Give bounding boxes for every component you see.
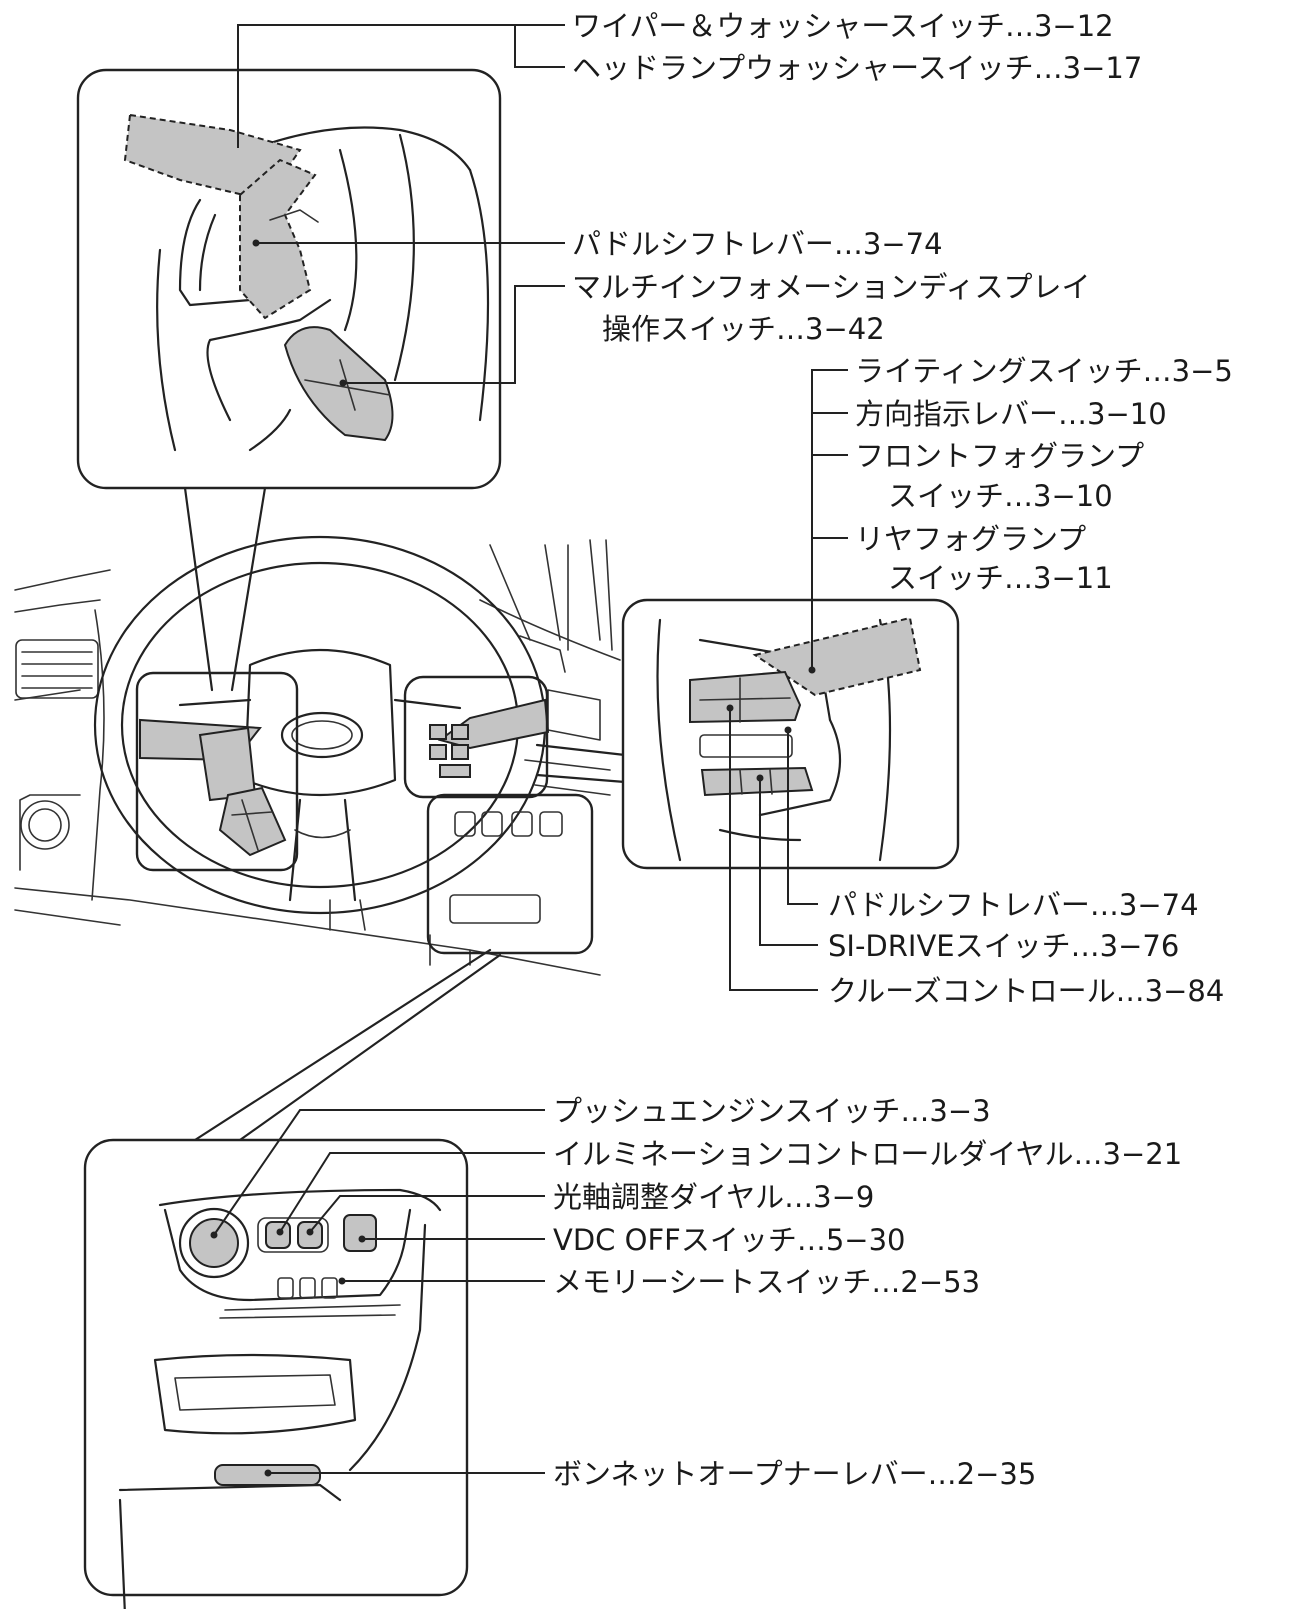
label-paddle-shift-top: パドルシフトレバー…3−74 (572, 227, 943, 261)
label-bonnet-opener: ボンネットオープナーレバー…2−35 (553, 1457, 1036, 1491)
label-illumination-dial: イルミネーションコントロールダイヤル…3−21 (553, 1137, 1182, 1171)
label-rear-fog-line2: スイッチ…3−11 (888, 561, 1113, 595)
label-lighting-switch: ライティングスイッチ…3−5 (855, 354, 1233, 388)
label-memory-seat: メモリーシートスイッチ…2−53 (553, 1265, 980, 1299)
label-paddle-shift-right: パドルシフトレバー…3−74 (828, 888, 1199, 922)
label-rear-fog-line1: リヤフォグランプ (855, 522, 1086, 556)
label-front-fog-line1: フロントフォグランプ (855, 439, 1144, 473)
label-vdc-off: VDC OFFスイッチ…5−30 (553, 1223, 905, 1257)
label-mid-line2: 操作スイッチ…3−42 (602, 312, 885, 346)
right-stalk-group (430, 700, 548, 777)
label-front-fog-line2: スイッチ…3−10 (888, 479, 1113, 513)
label-mid-line1: マルチインフォメーションディスプレイ (572, 270, 1091, 304)
label-wiper-washer: ワイパー＆ウォッシャースイッチ…3−12 (572, 9, 1114, 43)
main-dashboard-illustration (15, 537, 620, 975)
label-beam-level-dial: 光軸調整ダイヤル…3−9 (553, 1180, 874, 1214)
console-callout-frame (428, 795, 592, 953)
label-push-engine: プッシュエンジンスイッチ…3−3 (553, 1094, 991, 1128)
label-turn-signal: 方向指示レバー…3−10 (855, 397, 1167, 431)
label-headlamp-washer: ヘッドランプウォッシャースイッチ…3−17 (572, 51, 1142, 85)
label-si-drive: SI-DRIVEスイッチ…3−76 (828, 929, 1179, 963)
label-cruise-control: クルーズコントロール…3−84 (828, 974, 1224, 1008)
